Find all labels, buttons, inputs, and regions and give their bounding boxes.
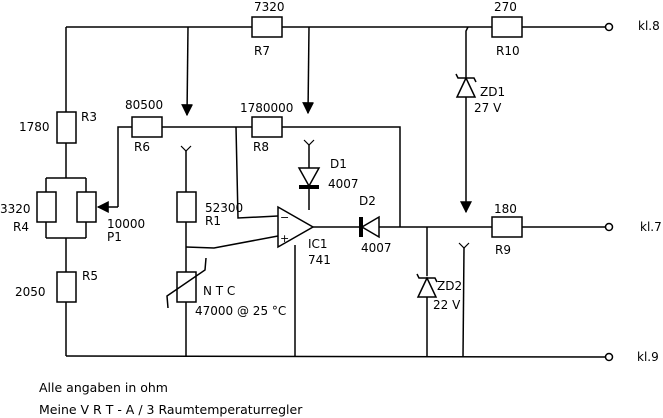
resistor-r6 (131, 116, 163, 138)
resistor-r8 (251, 116, 283, 138)
diode-d1 (297, 167, 321, 188)
zd2-label: ZD2 (437, 279, 462, 293)
wire-bottom-rail (65, 355, 607, 358)
resistor-r7 (251, 16, 283, 38)
resistor-r3 (56, 111, 77, 144)
wire-wiper (117, 126, 132, 207)
note-units: Alle angaben in ohm (39, 380, 168, 395)
wire-zd1-top (465, 26, 469, 78)
terminal-kl9 (604, 352, 614, 362)
r6-value: 80500 (125, 98, 163, 112)
opamp-minus: − (280, 211, 289, 224)
ic1-value: 741 (308, 253, 331, 267)
arrow-top-mid (302, 26, 315, 115)
vplus-symbol-d1 (303, 139, 315, 146)
resistor-r5 (56, 271, 77, 303)
wire-minus-input (235, 126, 279, 219)
opamp-plus: + (280, 232, 289, 245)
zd2-value: 22 V (433, 298, 461, 312)
r4-label: R4 (13, 220, 29, 234)
wire-r8-feedback (282, 126, 401, 227)
r10-label: R10 (496, 44, 520, 58)
r10-value: 270 (494, 0, 517, 14)
r1-value: 52300 (205, 201, 243, 215)
vplus-symbol-right (458, 242, 470, 249)
terminal-kl7-label: kl.7 (640, 220, 662, 234)
r4-value: 3320 (0, 202, 31, 216)
wires (45, 26, 607, 358)
zener-zd1 (455, 76, 477, 98)
r8-label: R8 (253, 140, 269, 154)
zener-zd2 (416, 276, 438, 298)
ntc-value: 47000 @ 25 °C (195, 304, 286, 318)
potentiometer-p1 (76, 191, 97, 223)
opamp-ic1 (277, 205, 315, 249)
resistor-r4 (36, 191, 57, 223)
vplus-symbol-r1 (180, 145, 192, 152)
ntc-arrow-line (166, 257, 207, 309)
zd1-value: 27 V (474, 101, 502, 115)
r7-value: 7320 (254, 0, 285, 14)
zener-zd1-bar (455, 73, 477, 83)
d2-value: 4007 (361, 241, 392, 255)
terminal-kl9-label: kl.9 (637, 350, 659, 364)
d1-label: D1 (330, 157, 347, 171)
terminal-kl8-label: kl.8 (638, 19, 660, 33)
d1-value: 4007 (328, 177, 359, 191)
r1-label: R1 (205, 214, 221, 228)
r9-value: 180 (494, 202, 517, 216)
diode-d2 (360, 215, 380, 239)
r9-label: R9 (495, 243, 511, 257)
p1-value: 10000 (107, 217, 145, 231)
wire-vplus-right (462, 247, 465, 358)
r5-value: 2050 (15, 285, 46, 299)
resistor-r10 (491, 16, 523, 38)
r7-label: R7 (254, 44, 270, 58)
wire-plus-input (185, 235, 279, 249)
r3-label: R3 (81, 110, 97, 124)
r3-value: 1780 (19, 120, 50, 134)
zd1-label: ZD1 (480, 85, 505, 99)
ic1-label: IC1 (308, 237, 328, 251)
zener-zd2-bar (416, 273, 438, 283)
r8-value: 1780000 (240, 101, 293, 115)
resistor-r9 (491, 216, 523, 238)
arrow-top-left (181, 26, 194, 117)
terminal-kl8 (604, 22, 614, 32)
r6-label: R6 (134, 140, 150, 154)
note-title: Meine V R T - A / 3 Raumtemperaturregler (39, 402, 303, 417)
r5-label: R5 (82, 269, 98, 283)
p1-label: P1 (107, 230, 122, 244)
terminal-kl7 (604, 222, 614, 232)
resistor-r1 (176, 191, 197, 223)
ntc-label: N T C (203, 284, 235, 298)
d2-label: D2 (359, 194, 376, 208)
